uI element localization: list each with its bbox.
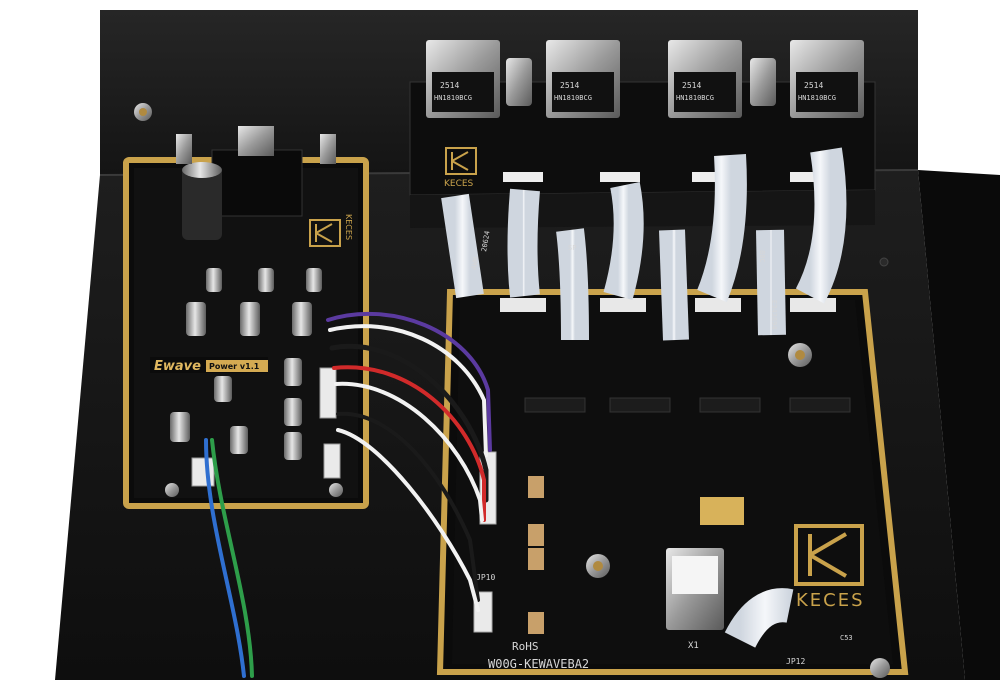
jack-code: 2514 [440,81,459,90]
power-logo-text: KECES [344,214,353,240]
rohs-mark: RoHS [512,640,539,653]
keces-logo-icon [794,524,864,586]
power-model: Power v1.1 [209,362,260,371]
chassis-side-wall [918,170,1000,680]
ribbon-marking: E343894 [770,300,778,330]
screw-icon [329,483,343,497]
rj45-jack-icon [668,40,742,118]
main-logo-text: KECES [796,590,865,611]
power-board: Ewave Power v1.1 KECES [123,126,369,509]
cap-label: C53 [840,634,853,642]
connector-label-2: JP12 [786,657,805,666]
ribbon-marking: AWM [470,256,480,270]
connector-label: JP10 [476,573,495,582]
ribbon-marking: SP [568,244,576,252]
capacitor-icon [182,162,222,240]
jack-code: 2514 [560,81,579,90]
screw-icon [870,658,890,678]
screw-icon [586,554,610,578]
power-brand: Ewave [154,359,201,374]
keces-logo-icon [309,219,341,247]
ribbon-marking: 20624 [480,230,492,252]
part-number: W00G-KEWAVEBA2 [488,657,589,671]
main-board: X1 KECES RoHS W00G-KEWAVEBA2 JP10 JP12 C… [436,289,909,678]
rear-logo-text: KECES [444,179,474,189]
jack-part: HN1810BCG [554,94,592,102]
jack-part: HN1810BCG [798,94,836,102]
ribbon-marking: 80C [758,250,766,263]
rj45-jack-icon [790,40,864,118]
crystal-oscillator [666,548,724,630]
wire-harness-icon [204,311,492,678]
screw-icon [788,343,812,367]
jack-code: 2514 [804,81,823,90]
capacitor-icon [170,268,322,460]
keces-logo-icon [445,147,477,175]
jack-part: HN1810BCG [676,94,714,102]
rj45-jack-icon [426,40,500,118]
screw-icon [879,257,889,267]
screw-icon [165,483,179,497]
jack-part: HN1810BCG [434,94,472,102]
rj45-jack-icon [546,40,620,118]
crystal-label: X1 [688,641,699,651]
ribbon-cable-icon [441,147,847,649]
jack-code: 2514 [682,81,701,90]
screw-icon [134,103,152,121]
